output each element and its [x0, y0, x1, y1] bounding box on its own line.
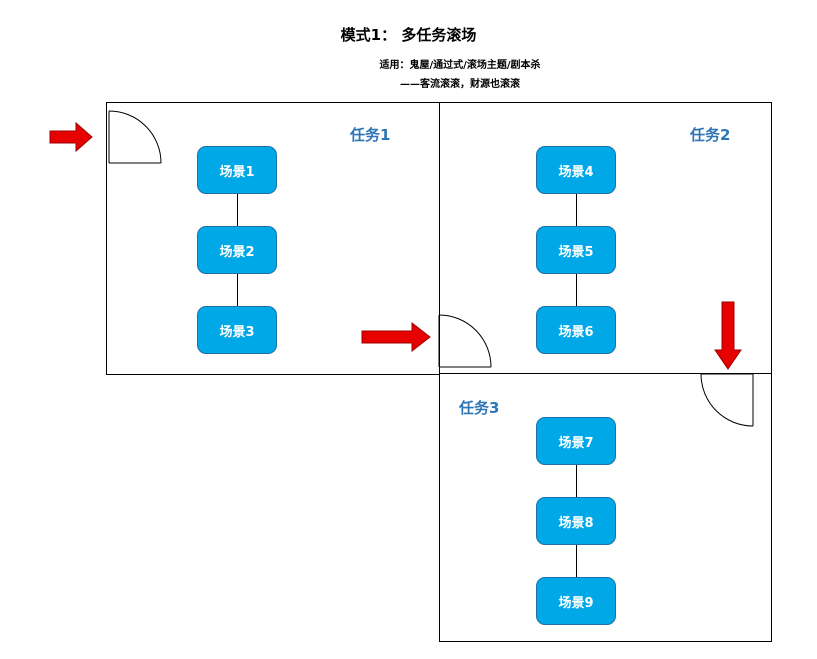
- subtitle-slogan: ——客流滚滚，财源也滚滚: [400, 79, 520, 90]
- diagram-title: 模式1： 多任务滚场: [340, 26, 477, 44]
- connector: [237, 274, 238, 306]
- connector: [576, 274, 577, 306]
- connector: [576, 545, 577, 577]
- entry-arrow-icon: [49, 121, 93, 153]
- scene-node-4: 场景4: [536, 146, 616, 194]
- task-label-1: 任务1: [350, 126, 391, 144]
- task-label-3: 任务3: [459, 399, 500, 417]
- scene-node-8: 场景8: [536, 497, 616, 545]
- entry-arrow-icon: [714, 301, 742, 370]
- connector: [576, 194, 577, 226]
- scene-node-9: 场景9: [536, 577, 616, 625]
- scene-node-1: 场景1: [197, 146, 277, 194]
- scene-node-7: 场景7: [536, 417, 616, 465]
- scene-node-2: 场景2: [197, 226, 277, 274]
- door-icon: [108, 110, 162, 164]
- scene-node-5: 场景5: [536, 226, 616, 274]
- scene-node-3: 场景3: [197, 306, 277, 354]
- subtitle-usage: 适用：鬼屋/通过式/滚场主题/剧本杀: [379, 60, 541, 71]
- entry-arrow-icon: [361, 321, 431, 353]
- connector: [237, 194, 238, 226]
- door-icon: [700, 373, 754, 427]
- connector: [576, 465, 577, 497]
- scene-node-6: 场景6: [536, 306, 616, 354]
- task-label-2: 任务2: [690, 126, 731, 144]
- door-icon: [438, 314, 492, 368]
